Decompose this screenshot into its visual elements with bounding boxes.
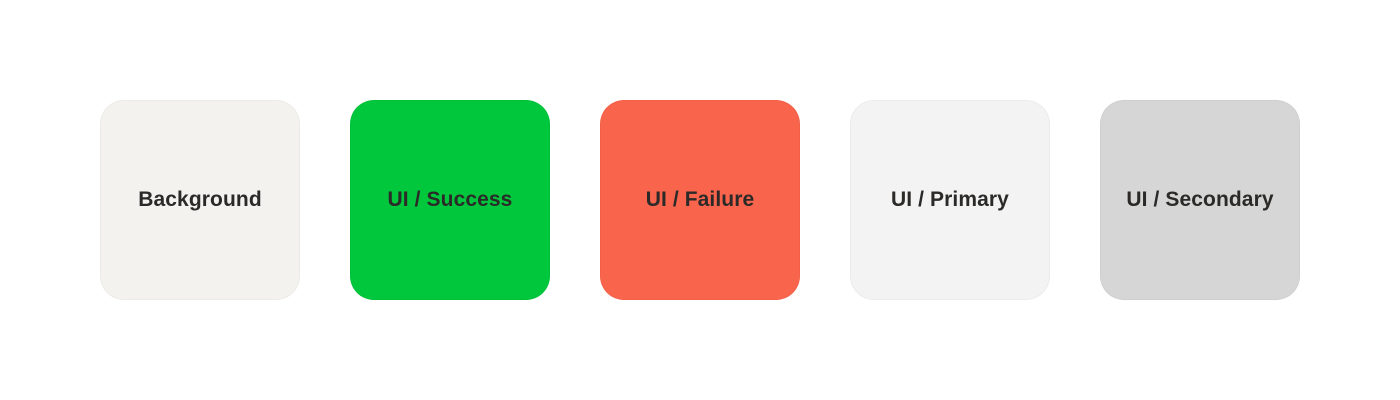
swatch-background: Background: [100, 100, 300, 300]
swatch-ui-failure: UI / Failure: [600, 100, 800, 300]
swatch-label: UI / Failure: [645, 188, 755, 211]
swatch-label: Background: [138, 188, 262, 211]
swatch-ui-success: UI / Success: [350, 100, 550, 300]
swatch-label: UI / Secondary: [1126, 188, 1274, 211]
swatch-label: UI / Success: [387, 188, 513, 211]
swatch-ui-secondary: UI / Secondary: [1100, 100, 1300, 300]
color-swatch-row: Background UI / Success UI / Failure UI …: [100, 100, 1300, 300]
swatch-ui-primary: UI / Primary: [850, 100, 1050, 300]
swatch-label: UI / Primary: [891, 188, 1009, 211]
